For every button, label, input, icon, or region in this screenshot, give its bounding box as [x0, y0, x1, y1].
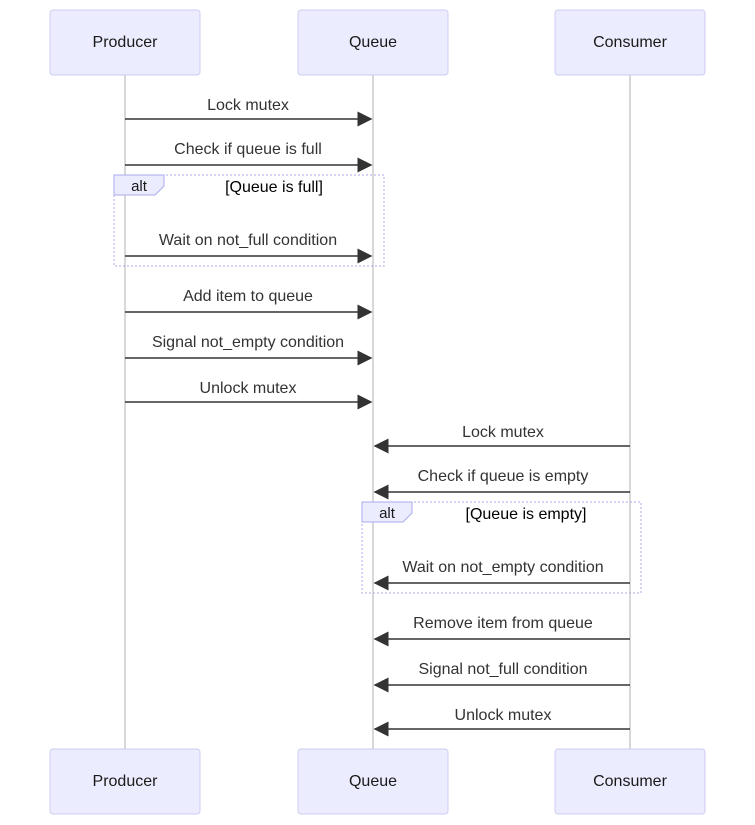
- participant-box: [554, 9, 706, 76]
- message: Lock mutex: [125, 97, 373, 127]
- participant-label: Producer: [93, 773, 159, 790]
- participant-box: [49, 9, 201, 76]
- message: Check if queue is empty: [373, 468, 630, 500]
- alt-block-queue-empty: alt [Queue is empty]: [361, 501, 642, 594]
- participant-box: [49, 748, 201, 815]
- message-label: Unlock mutex: [200, 380, 297, 397]
- participant-box: [297, 9, 449, 76]
- message: Check if queue is full: [125, 141, 373, 173]
- alt-condition: [Queue is full]: [225, 179, 323, 196]
- alt-label: alt: [379, 505, 396, 522]
- participant-label: Queue: [349, 773, 397, 790]
- alt-frame: [113, 174, 385, 267]
- alt-block-queue-full: alt [Queue is full]: [113, 174, 385, 267]
- message-label: Check if queue is empty: [418, 468, 589, 485]
- participant-box: [554, 748, 706, 815]
- alt-frame: [361, 501, 642, 594]
- message-label: Lock mutex: [462, 424, 544, 441]
- participant-consumer-top: Consumer: [554, 9, 706, 76]
- alt-condition: [Queue is empty]: [466, 506, 587, 523]
- participant-producer-bottom: Producer: [49, 748, 201, 815]
- message: Unlock mutex: [125, 380, 373, 410]
- message: Wait on not_full condition: [125, 232, 373, 264]
- message-label: Wait on not_full condition: [159, 232, 337, 249]
- message: Signal not_full condition: [373, 661, 630, 693]
- message-label: Signal not_empty condition: [152, 334, 344, 351]
- message: Wait on not_empty condition: [373, 559, 630, 591]
- message-label: Wait on not_empty condition: [402, 559, 603, 576]
- alt-tag: [361, 501, 413, 523]
- participant-queue-bottom: Queue: [297, 748, 449, 815]
- message-label: Signal not_full condition: [418, 661, 587, 678]
- participant-producer-top: Producer: [49, 9, 201, 76]
- participant-box: [297, 748, 449, 815]
- participant-queue-top: Queue: [297, 9, 449, 76]
- message-label: Lock mutex: [207, 97, 289, 114]
- message-label: Remove item from queue: [413, 615, 593, 632]
- alt-tag: [113, 174, 165, 196]
- participant-label: Producer: [93, 34, 159, 51]
- participant-label: Queue: [349, 34, 397, 51]
- message: Remove item from queue: [373, 615, 630, 647]
- message-label: Check if queue is full: [174, 141, 322, 158]
- alt-label: alt: [131, 178, 148, 195]
- message: Lock mutex: [373, 424, 630, 454]
- message: Signal not_empty condition: [125, 334, 373, 366]
- message-label: Add item to queue: [183, 288, 313, 305]
- message-label: Unlock mutex: [455, 707, 552, 724]
- message: Add item to queue: [125, 288, 373, 320]
- message: Unlock mutex: [373, 707, 630, 737]
- participant-label: Consumer: [593, 34, 667, 51]
- participant-consumer-bottom: Consumer: [554, 748, 706, 815]
- participant-label: Consumer: [593, 773, 667, 790]
